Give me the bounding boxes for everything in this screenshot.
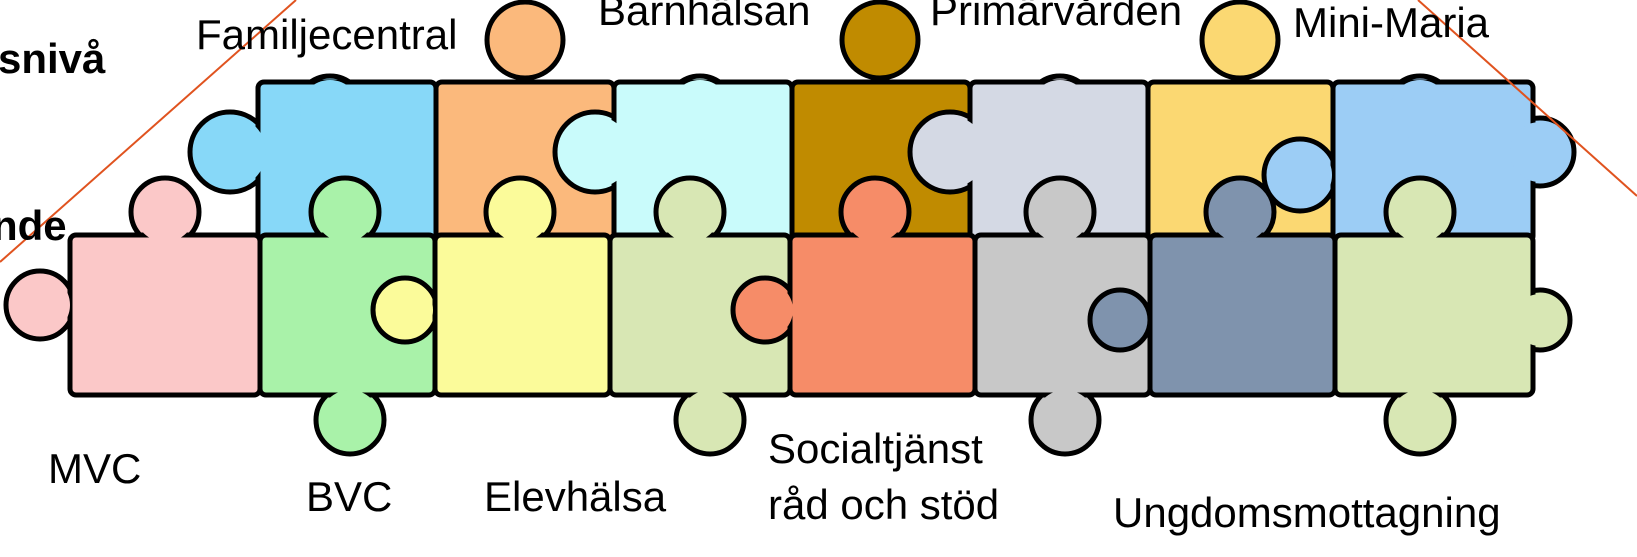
puzzle-body	[1147, 232, 1338, 398]
puzzle-knob-fill	[845, 182, 905, 242]
puzzle-knob-fill	[1206, 6, 1274, 74]
puzzle-piece-barnhalsan	[552, 73, 795, 245]
puzzle-body	[67, 232, 263, 398]
puzzle-knob-fill	[490, 182, 550, 242]
puzzle-piece-socialtjanst-extra	[972, 175, 1153, 457]
puzzle-knob-fill	[300, 80, 360, 140]
puzzle-knob-fill	[1268, 143, 1332, 207]
puzzle-knob-fill	[737, 282, 793, 338]
level-label-partial: snivå	[0, 35, 106, 82]
puzzle-knob-fill	[1210, 182, 1270, 242]
puzzle-knob-fill	[194, 116, 266, 188]
puzzle-knob-fill	[680, 390, 740, 450]
diagonal-line-left	[0, 0, 297, 263]
label-elevhalsa: Elevhälsa	[484, 473, 667, 520]
puzzle-knob-fill	[491, 6, 559, 74]
puzzle-knob-fill	[315, 182, 375, 242]
puzzle-knob-fill	[1030, 182, 1090, 242]
puzzle-pieces	[3, 0, 1577, 457]
puzzle-knob-fill	[846, 6, 914, 74]
puzzle-knob-fill	[1390, 80, 1450, 140]
puzzle-piece-primarvarden	[907, 73, 1151, 245]
cut-label-partial: nde	[0, 202, 67, 249]
puzzle-knob-fill	[1094, 294, 1146, 346]
puzzle-piece-ungdomsmottagning	[1087, 175, 1403, 398]
puzzle-body	[787, 232, 978, 398]
puzzle-piece-ungdomsmottagning-extra	[1332, 175, 1573, 457]
label-mini-maria: Mini-Maria	[1293, 0, 1490, 46]
label-ungdomsmottagning: Ungdomsmottagning	[1113, 489, 1501, 536]
puzzle-knob-fill	[914, 116, 986, 188]
puzzle-knob-fill	[1035, 390, 1095, 450]
puzzle-knob-fill	[377, 282, 433, 338]
diagonal-line-right	[1417, 0, 1637, 197]
label-primarvarden: Primärvården	[930, 0, 1183, 34]
label-bvc: BVC	[306, 473, 393, 520]
puzzle-knob-fill	[1514, 294, 1566, 346]
puzzle-knob-fill	[1390, 390, 1450, 450]
puzzle-piece-bvc	[257, 175, 438, 457]
puzzle-knob-fill	[135, 182, 195, 242]
puzzle-knob-fill	[559, 116, 631, 188]
label-barnhalsan: Barnhälsan	[598, 0, 811, 34]
puzzle-knob-fill	[670, 80, 730, 140]
label-socialtjanst-2: råd och stöd	[768, 481, 1000, 528]
label-socialtjanst-1: Socialtjänst	[768, 425, 983, 472]
puzzle-piece-mini-maria	[1261, 73, 1577, 245]
puzzle-knob-fill	[10, 275, 70, 335]
puzzle-body	[432, 232, 613, 398]
puzzle-knob-fill	[1390, 182, 1450, 242]
puzzle-knob-fill	[1510, 122, 1570, 182]
label-familjecentral: Familjecentral	[196, 11, 458, 58]
puzzle-knob-fill	[660, 182, 720, 242]
label-mvc: MVC	[48, 445, 142, 492]
puzzle-body	[1332, 232, 1536, 398]
puzzle-knob-fill	[320, 390, 380, 450]
puzzle-knob-fill	[1030, 80, 1090, 140]
